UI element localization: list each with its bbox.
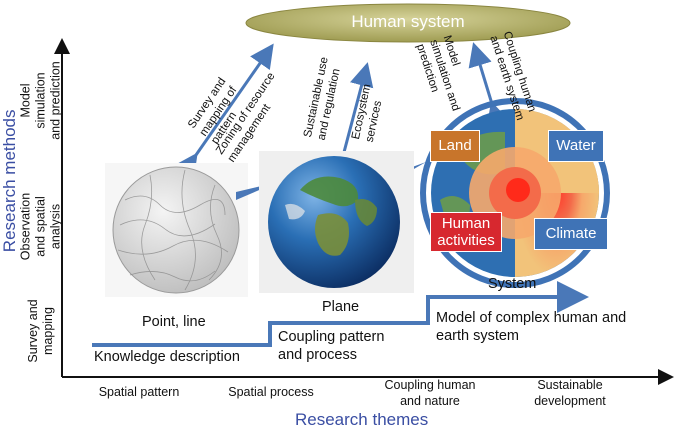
grey-globe [112,166,240,294]
tag-water: Water [548,130,604,162]
system-ring [420,98,610,288]
stepped-arrow [92,281,589,347]
label-coupling-pattern: Coupling pattern and process [278,329,385,364]
x-axis-title: Research themes [295,410,429,429]
y-level-model: Model simulation and prediction [19,46,64,156]
arrow-model [468,42,510,128]
tag-human-activities: Human activities [430,212,502,252]
label-system: System [488,276,537,292]
y-level-survey: Survey and mapping [26,276,56,386]
y-level-survey-text: Survey and mapping [26,299,55,363]
tag-climate: Climate [534,218,608,250]
y-level-observation: Observation and spatial analysis [19,172,64,282]
human-system-ellipse [245,3,571,43]
label-knowledge: Knowledge description [94,349,240,365]
label-model-complex: Model of complex human and earth system [436,310,627,345]
y-level-model-text: Model simulation and prediction [18,61,63,140]
label-point-line: Point, line [142,314,206,330]
x-theme-spatial-process: Spatial process [228,385,314,399]
tag-land: Land [430,130,480,162]
x-theme-spatial-pattern: Spatial pattern [98,385,180,399]
y-level-observation-text: Observation and spatial analysis [18,192,63,261]
x-theme-coupling: Coupling human and nature [384,378,476,408]
human-system-label[interactable]: Human system [351,12,465,31]
y-axis-title: Research methods [0,109,19,253]
arrow-survey [174,43,274,180]
x-theme-sustainable: Sustainable development [534,378,606,408]
label-plane: Plane [322,299,360,315]
arrow-sustainable [326,62,374,180]
